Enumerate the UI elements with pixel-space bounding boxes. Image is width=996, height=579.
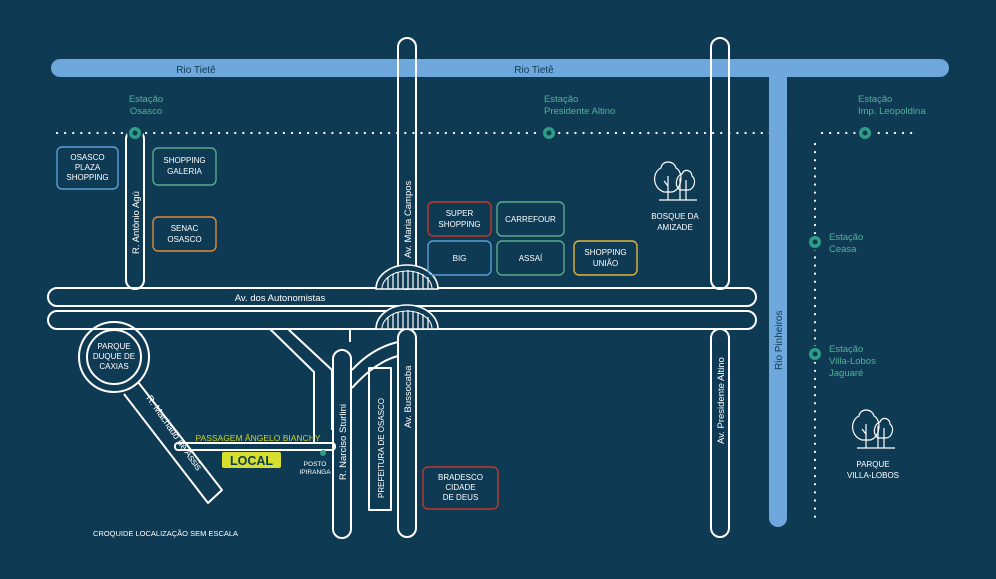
river-tiete-label: Rio Tietê — [514, 65, 554, 76]
svg-text:SUPER: SUPER — [446, 209, 474, 218]
svg-text:CARREFOUR: CARREFOUR — [505, 215, 556, 224]
svg-text:Presidente Altino: Presidente Altino — [544, 106, 615, 117]
station-ceasa: Estação Ceasa — [807, 232, 863, 255]
local-marker: LOCAL — [222, 452, 281, 468]
park-villa-lobos: PARQUE VILLA-LOBOS — [847, 409, 899, 480]
posto-ipiranga: POSTO IPIRANGA — [299, 450, 331, 476]
street-label-narciso-sturlini: R. Narciso Sturlini — [338, 404, 349, 480]
svg-text:CAXIAS: CAXIAS — [99, 362, 128, 371]
river-tiete: Rio Tietê Rio Tietê — [51, 59, 949, 77]
road-machado-de-assis — [123, 381, 223, 504]
svg-text:DE DEUS: DE DEUS — [443, 493, 479, 502]
svg-text:BRADESCO: BRADESCO — [438, 473, 483, 482]
road-av-bussocaba — [397, 328, 417, 538]
place-osasco-plaza-shopping: OSASCO PLAZA SHOPPING — [56, 146, 119, 190]
train-line — [55, 131, 914, 524]
svg-text:Villa-Lobos: Villa-Lobos — [829, 356, 876, 367]
street-label-maria-campos: Av. Maria Campos — [403, 180, 414, 258]
posto-label-line1: POSTO — [304, 461, 327, 468]
street-label-autonomistas: Av. dos Autonomistas — [235, 293, 326, 304]
svg-text:SENAC: SENAC — [171, 224, 199, 233]
roundabout-duque-caxias — [78, 321, 150, 393]
svg-text:Ceasa: Ceasa — [829, 244, 857, 255]
station-presidente-altino: Estação Presidente Altino — [541, 94, 615, 141]
svg-text:Estação: Estação — [858, 94, 892, 105]
svg-text:VILLA-LOBOS: VILLA-LOBOS — [847, 471, 899, 480]
passage-label: PASSAGEM ÂNGELO BIANCHY — [195, 433, 320, 443]
park-bosque-da-amizade: BOSQUE DA AMIZADE — [651, 161, 699, 232]
svg-text:Estação: Estação — [129, 94, 163, 105]
place-big: BIG — [427, 240, 492, 276]
place-super-shopping: SUPER SHOPPING — [427, 201, 492, 237]
street-label-antonio-agu: R. Antônio Agú — [131, 191, 142, 254]
svg-text:SHOPPING: SHOPPING — [438, 220, 480, 229]
svg-text:Osasco: Osasco — [130, 106, 162, 117]
svg-text:OSASCO: OSASCO — [70, 153, 104, 162]
svg-text:BOSQUE DA: BOSQUE DA — [651, 212, 699, 221]
place-assai: ASSAÍ — [496, 240, 565, 276]
posto-label-line2: IPIRANGA — [299, 469, 331, 476]
prefeitura-block — [368, 367, 392, 511]
road-passagem-angelo-bianchy — [174, 442, 336, 451]
local-label: LOCAL — [230, 454, 273, 468]
road-av-autonomistas — [47, 287, 757, 307]
svg-text:OSASCO: OSASCO — [167, 235, 201, 244]
svg-text:Estação: Estação — [544, 94, 578, 105]
place-shopping-uniao: SHOPPING UNIÃO — [573, 240, 638, 276]
svg-text:BIG: BIG — [453, 254, 467, 263]
svg-text:AMIZADE: AMIZADE — [657, 223, 693, 232]
svg-text:PLAZA: PLAZA — [75, 163, 101, 172]
station-osasco: Estação Osasco — [127, 94, 163, 141]
svg-text:SHOPPING: SHOPPING — [66, 173, 108, 182]
posto-marker — [320, 450, 326, 456]
viaducts — [375, 264, 439, 330]
svg-text:CIDADE: CIDADE — [445, 483, 475, 492]
svg-text:Estação: Estação — [829, 344, 863, 355]
prefeitura-label: PREFEITURA DE OSASCO — [377, 398, 386, 498]
svg-text:DUQUE DE: DUQUE DE — [93, 352, 135, 361]
map-note: CROQUIDE LOCALIZAÇÃO SEM ESCALA — [93, 529, 238, 538]
svg-text:Estação: Estação — [829, 232, 863, 243]
road-diagonal-east — [287, 328, 351, 430]
svg-text:Imp. Leopoldina: Imp. Leopoldina — [858, 106, 926, 117]
river-pinheiros: Rio Pinheiros — [769, 59, 787, 527]
viaduct-maria-campos — [375, 264, 439, 290]
tree-icon — [852, 409, 895, 449]
place-parque-duque-de-caxias: PARQUE DUQUE DE CAXIAS — [93, 342, 135, 371]
station-imp-leopoldina: Estação Imp. Leopoldina — [857, 94, 926, 141]
street-label-bussocaba: Av. Bussocaba — [403, 365, 414, 428]
street-label-presidente-altino: Av. Presidente Altino — [716, 357, 727, 444]
places: OSASCO PLAZA SHOPPING SHOPPING GALERIA S… — [56, 146, 638, 510]
road-av-presidente-altino-lower — [710, 328, 730, 538]
road-av-presidente-altino-upper — [710, 37, 730, 290]
svg-text:Jaguaré: Jaguaré — [829, 368, 863, 379]
svg-text:SHOPPING: SHOPPING — [584, 248, 626, 257]
place-senac-osasco: SENAC OSASCO — [152, 216, 217, 252]
place-shopping-galeria: SHOPPING GALERIA — [152, 147, 217, 186]
svg-text:UNIÃO: UNIÃO — [593, 259, 618, 268]
station-villa-lobos-jaguare: Estação Villa-Lobos Jaguaré — [807, 344, 876, 379]
place-carrefour: CARREFOUR — [496, 201, 565, 237]
place-bradesco-cidade-de-deus: BRADESCO CIDADE DE DEUS — [422, 466, 499, 510]
svg-text:ASSAÍ: ASSAÍ — [519, 254, 543, 263]
svg-text:SHOPPING: SHOPPING — [163, 156, 205, 165]
viaduct-bussocaba — [375, 304, 439, 330]
svg-text:GALERIA: GALERIA — [167, 167, 202, 176]
river-pinheiros-label: Rio Pinheiros — [774, 311, 785, 370]
svg-text:PARQUE: PARQUE — [856, 460, 889, 469]
river-tiete-label: Rio Tietê — [176, 65, 216, 76]
tree-icon — [654, 161, 697, 201]
stations: Estação Osasco Estação Presidente Altino… — [127, 94, 926, 379]
svg-text:PARQUE: PARQUE — [97, 342, 130, 351]
